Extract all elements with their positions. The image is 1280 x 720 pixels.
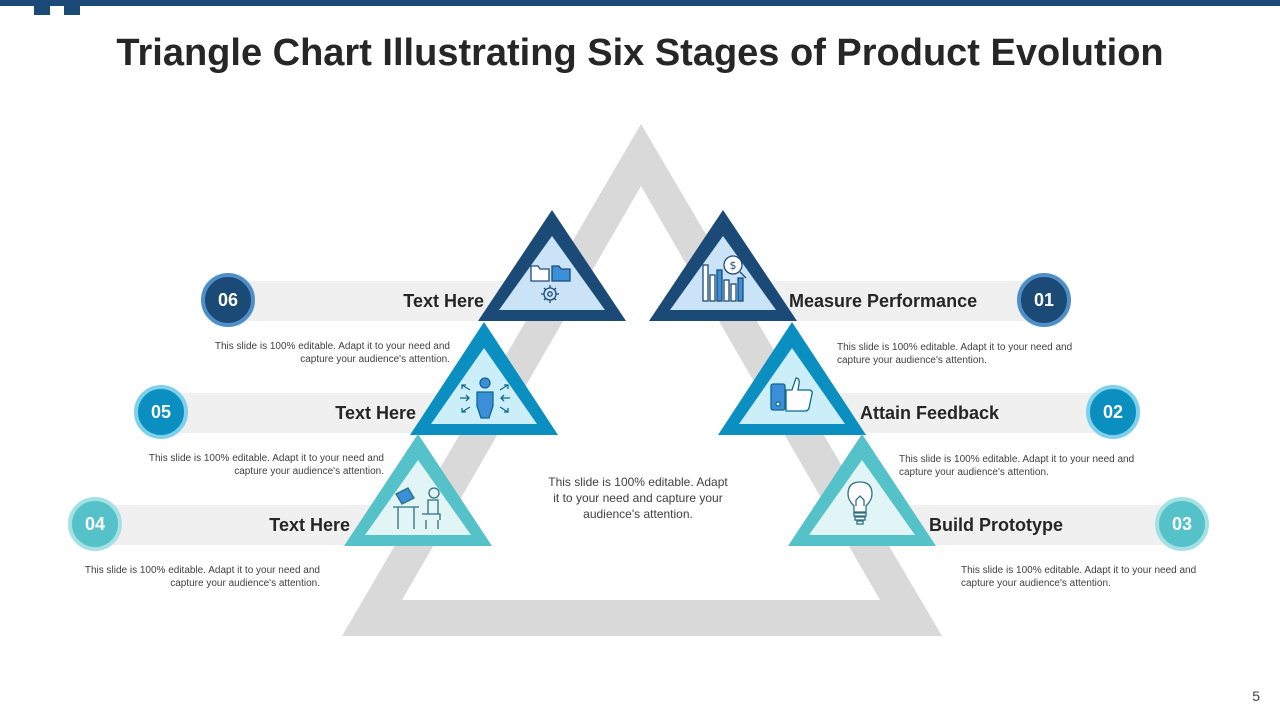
- stage-desc-05: This slide is 100% editable. Adapt it to…: [148, 453, 384, 477]
- thumbs-up-phone-icon: [770, 377, 813, 412]
- band-06: [228, 281, 528, 321]
- stage-number-02: 02: [1086, 385, 1140, 439]
- band-03: [888, 505, 1182, 545]
- stage-label-04: Text Here: [269, 515, 350, 535]
- accent-square: [64, 6, 80, 15]
- person-desk-icon: [393, 487, 441, 529]
- stage-label-05: Text Here: [335, 403, 416, 423]
- stage-number-04: 04: [68, 497, 122, 551]
- svg-text:$: $: [730, 259, 737, 272]
- center-text: This slide is 100% editable. Adapt it to…: [548, 475, 728, 521]
- band-04: [95, 505, 395, 545]
- stage-desc-01: This slide is 100% editable. Adapt it to…: [837, 342, 1073, 366]
- band-05: [161, 393, 461, 433]
- stage-label-06: Text Here: [403, 291, 484, 311]
- slide-title: Triangle Chart Illustrating Six Stages o…: [116, 32, 1164, 74]
- band-01: [752, 281, 1044, 321]
- triangle-02: [718, 322, 866, 435]
- triangle-04: [344, 434, 492, 546]
- stage-number-03: 03: [1155, 497, 1209, 551]
- page-number: 5: [1252, 688, 1260, 704]
- stage-desc-03: This slide is 100% editable. Adapt it to…: [961, 565, 1197, 589]
- band-02: [820, 393, 1112, 433]
- stage-number-06: 06: [201, 273, 255, 327]
- light-bulb-icon: [847, 481, 873, 525]
- stage-desc-02: This slide is 100% editable. Adapt it to…: [899, 454, 1135, 478]
- person-arrows-icon: [460, 377, 510, 419]
- big-triangle-outline: [342, 124, 942, 636]
- stage-number-01: 01: [1017, 273, 1071, 327]
- triangle-01: [649, 210, 797, 321]
- stage-desc-04: This slide is 100% editable. Adapt it to…: [84, 565, 320, 589]
- stage-label-03: Build Prototype: [929, 515, 1063, 535]
- folders-gear-icon: [530, 265, 571, 303]
- stage-number-05: 05: [134, 385, 188, 439]
- stage-label-01: Measure Performance: [789, 291, 978, 311]
- bar-chart-dollar-icon: $: [702, 255, 747, 302]
- stage-desc-06: This slide is 100% editable. Adapt it to…: [214, 341, 450, 365]
- top-accent-bar: [0, 0, 1280, 6]
- accent-square: [34, 6, 50, 15]
- stage-label-02: Attain Feedback: [860, 403, 1000, 423]
